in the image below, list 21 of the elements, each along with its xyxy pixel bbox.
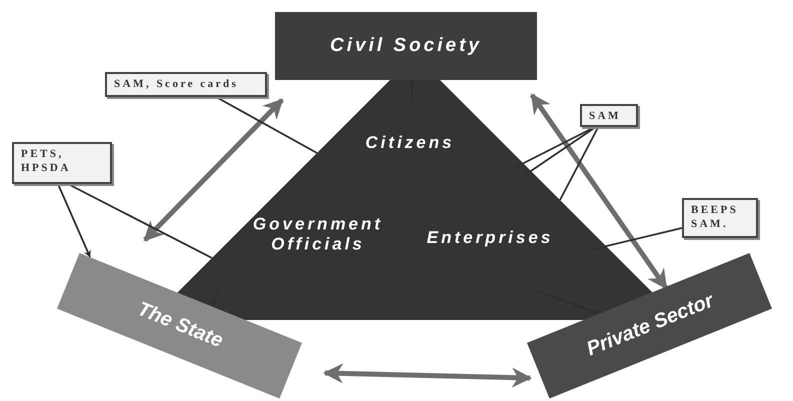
arrow <box>323 363 532 388</box>
connector-line <box>216 96 318 154</box>
arrow <box>57 184 91 258</box>
arrow <box>540 291 601 316</box>
arrow <box>211 292 219 307</box>
triangle-label: Enterprises <box>426 228 554 248</box>
sector-box: The State <box>57 253 302 399</box>
tool-tag: BEEPS SAM. <box>682 198 758 238</box>
arrow <box>530 93 668 290</box>
connector-line <box>590 227 682 251</box>
triangle-label: Government Officials <box>252 214 384 254</box>
society-box: Civil Society <box>275 12 537 80</box>
connector-line <box>524 126 596 176</box>
arrow <box>143 98 284 242</box>
tool-tag: SAM, Score cards <box>105 72 267 97</box>
connector-line <box>68 183 212 259</box>
tool-tag: SAM <box>580 104 638 127</box>
triangle-label: Citizens <box>365 133 455 153</box>
connector-line <box>559 127 599 200</box>
tool-tag: PETS, HPSDA <box>12 142 112 184</box>
sector-box: Private Sector <box>527 253 772 399</box>
